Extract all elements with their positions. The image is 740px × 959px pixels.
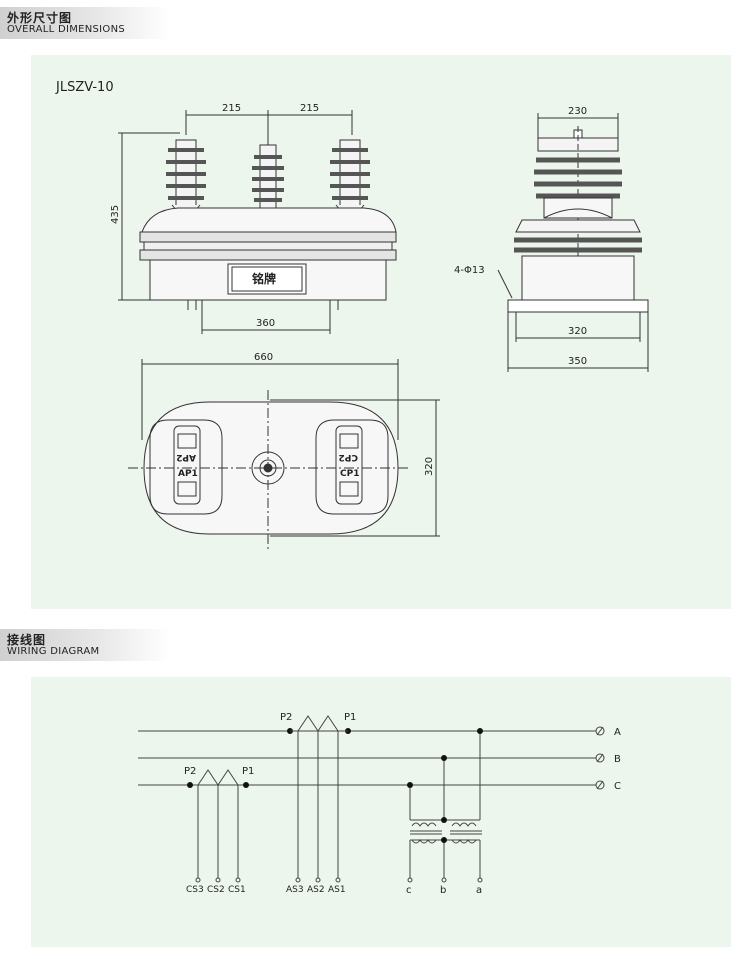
terminal-label-cp2: CP2	[339, 452, 358, 462]
terminal-symbol-c	[595, 780, 605, 790]
dim-label-top-depth: 320	[424, 457, 435, 476]
dim-label-side-outer: 350	[568, 356, 587, 367]
terminal-label-cp1: CP1	[340, 469, 359, 479]
phase-label-b: B	[614, 754, 621, 765]
dim-label-side-inner: 320	[568, 326, 587, 337]
dim-label-height: 435	[110, 205, 121, 224]
section-header-dimensions: 外形尺寸图 OVERALL DIMENSIONS	[0, 7, 170, 39]
wiring-panel	[31, 677, 731, 947]
dim-label-base: 360	[256, 318, 275, 329]
phase-label-c: C	[614, 781, 621, 792]
section-title-en: OVERALL DIMENSIONS	[7, 24, 126, 35]
model-label: JLSZV-10	[55, 80, 114, 95]
terminal-label-ap1: AP1	[178, 469, 198, 479]
pt-terminal-c: c	[406, 885, 412, 896]
ct-lower-terminal: CS2	[207, 885, 225, 895]
ct-upper-terminal: AS1	[328, 885, 346, 895]
ct-lower-terminal: CS3	[186, 885, 204, 895]
ct-upper-winding	[297, 715, 339, 732]
section-header-wiring: 接线图 WIRING DIAGRAM	[0, 629, 170, 661]
ct-lower-terminal: CS1	[228, 885, 246, 895]
ct-lower-p1: P1	[242, 766, 254, 777]
section-title-zh: 接线图	[7, 633, 47, 647]
dim-label-hole: 4-Φ13	[454, 265, 485, 276]
pt-winding-right-primary	[451, 822, 477, 827]
pt-winding-left-primary	[411, 822, 437, 827]
pt-winding-right-secondary	[451, 839, 477, 844]
section-title-zh: 外形尺寸图	[7, 11, 73, 25]
dim-label-side-top: 230	[568, 106, 587, 117]
ct-upper-p1: P1	[344, 712, 356, 723]
side-view	[497, 113, 649, 372]
terminal-label-ap2: AP2	[176, 452, 196, 462]
terminal-symbol-b	[595, 753, 605, 763]
pt-terminal-b: b	[440, 885, 446, 896]
dim-label-215-left: 215	[222, 103, 241, 114]
nameplate-label: 铭牌	[252, 271, 276, 286]
pt-terminal-a: a	[476, 885, 482, 896]
ct-upper-p2: P2	[280, 712, 292, 723]
dim-label-215-right: 215	[300, 103, 319, 114]
front-view	[118, 110, 397, 334]
top-view	[128, 359, 440, 550]
ct-upper-terminal: AS2	[307, 885, 325, 895]
pt-winding-left-secondary	[411, 839, 437, 844]
terminal-symbol-a	[595, 726, 605, 736]
ct-lower-p2: P2	[184, 766, 196, 777]
ct-upper-terminal: AS3	[286, 885, 304, 895]
ct-lower-winding	[197, 769, 239, 786]
section-title-en: WIRING DIAGRAM	[7, 646, 100, 657]
phase-label-a: A	[614, 727, 621, 738]
dim-label-top-width: 660	[254, 352, 273, 363]
